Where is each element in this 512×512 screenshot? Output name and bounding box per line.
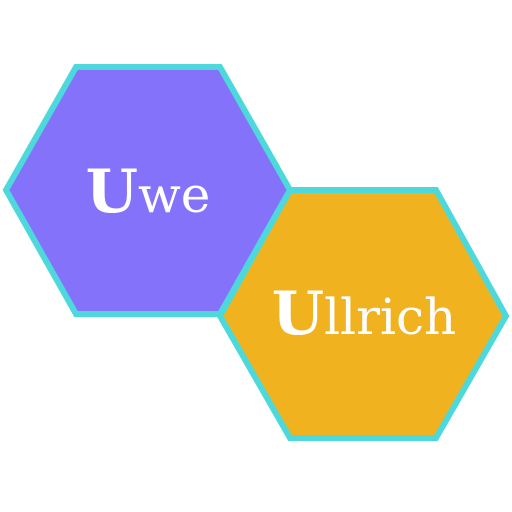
last-name-text: Ullrich <box>272 279 456 349</box>
first-name-initial: U <box>86 157 138 227</box>
first-name-text: Uwe <box>86 157 211 227</box>
first-name-rest: we <box>138 166 210 224</box>
first-name-hexagon <box>2 64 294 317</box>
last-name-rest: llrich <box>324 288 456 346</box>
last-name-initial: U <box>272 279 324 349</box>
